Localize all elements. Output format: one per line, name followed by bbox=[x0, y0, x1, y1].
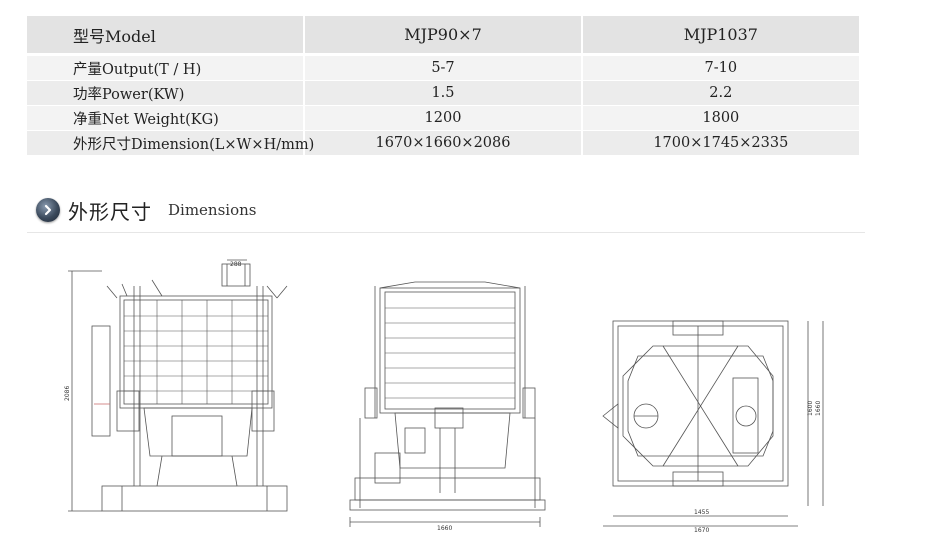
table-cell: 1.5 bbox=[303, 80, 582, 106]
table-cell: 1700×1745×2335 bbox=[580, 130, 859, 156]
table-header-cell: MJP90×7 bbox=[303, 16, 582, 56]
side-view-width-label: 1660 bbox=[437, 525, 452, 532]
table-cell: 功率Power(KW) bbox=[27, 80, 305, 106]
table-header-cell: MJP1037 bbox=[580, 16, 859, 56]
table-cell: 1670×1660×2086 bbox=[303, 130, 582, 156]
spec-table: 型号Model MJP90×7 MJP1037 产量Output(T / H) … bbox=[27, 16, 859, 156]
table-cell: 7-10 bbox=[580, 54, 859, 81]
top-view-drawing: 1660 1600 1455 1670 bbox=[598, 316, 833, 534]
table-row: 功率Power(KW) 1.5 2.2 bbox=[27, 80, 859, 106]
table-cell: 产量Output(T / H) bbox=[27, 54, 305, 81]
section-heading: 外形尺寸 Dimensions bbox=[36, 194, 256, 226]
top-view-width-label: 1670 bbox=[694, 527, 709, 534]
table-cell: 1800 bbox=[580, 105, 859, 131]
top-view-depth-label: 1660 bbox=[815, 401, 822, 416]
table-cell: 1200 bbox=[303, 105, 582, 131]
table-row: 外形尺寸Dimension(L×W×H/mm) 1670×1660×2086 1… bbox=[27, 130, 859, 156]
section-divider bbox=[27, 232, 865, 233]
table-row: 净重Net Weight(KG) 1200 1800 bbox=[27, 105, 859, 131]
section-title-en: Dimensions bbox=[168, 201, 257, 219]
table-header-row: 型号Model MJP90×7 MJP1037 bbox=[27, 16, 859, 56]
table-cell: 5-7 bbox=[303, 54, 582, 81]
top-view-inner-width-label: 1455 bbox=[694, 509, 709, 516]
front-view-height-label: 2086 bbox=[64, 386, 71, 401]
front-view-drawing: 2086 288 bbox=[62, 256, 292, 516]
table-cell: 外形尺寸Dimension(L×W×H/mm) bbox=[27, 130, 314, 156]
section-title-zh: 外形尺寸 bbox=[68, 199, 152, 224]
table-cell: 净重Net Weight(KG) bbox=[27, 105, 305, 131]
side-view-drawing: 1660 bbox=[345, 278, 546, 534]
table-cell: 2.2 bbox=[580, 80, 859, 106]
chevron-right-icon bbox=[36, 198, 60, 222]
top-view-inner-depth-label: 1600 bbox=[807, 401, 814, 416]
front-view-top-width-label: 288 bbox=[230, 261, 242, 268]
table-header-cell: 型号Model bbox=[27, 16, 305, 56]
table-row: 产量Output(T / H) 5-7 7-10 bbox=[27, 54, 859, 81]
